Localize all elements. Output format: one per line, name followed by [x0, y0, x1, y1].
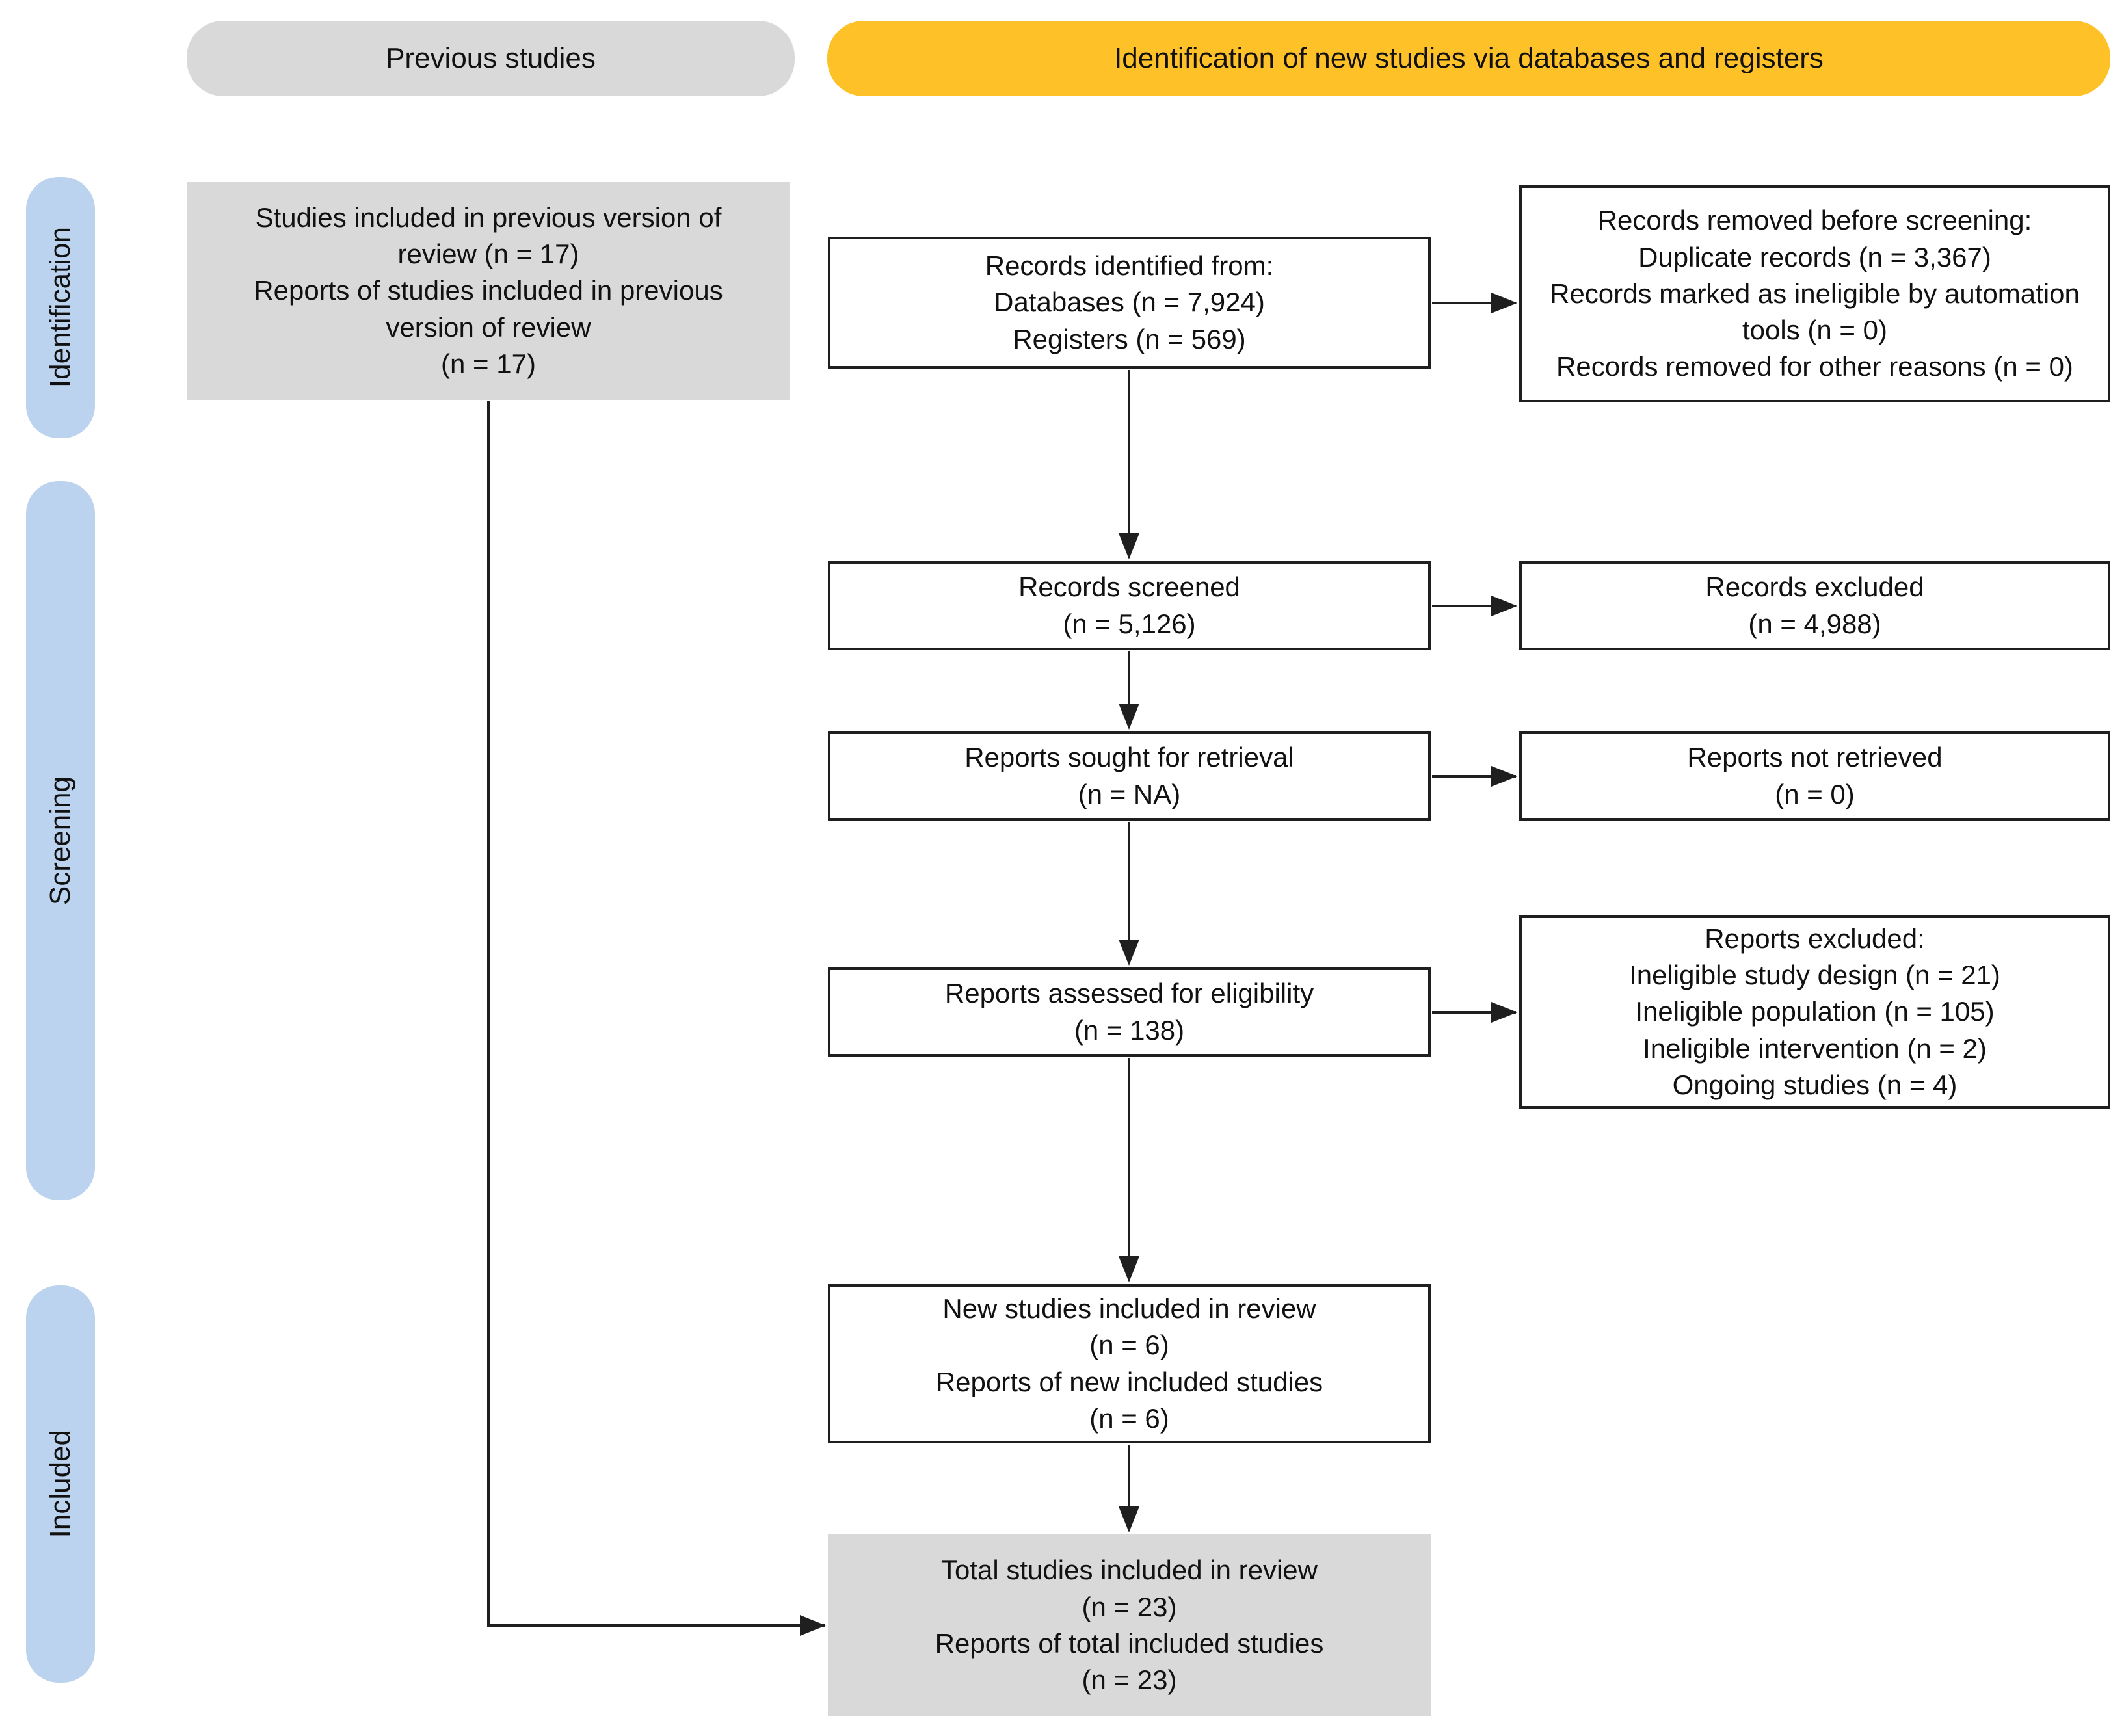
box-records-excluded: Records excluded (n = 4,988) [1519, 561, 2110, 650]
arrow-previous-to-total [487, 401, 826, 1636]
box-total-studies-included: Total studies included in review (n = 23… [828, 1534, 1431, 1716]
box-previous-studies-included: Studies included in previous version of … [187, 182, 790, 400]
header-previous-studies: Previous studies [187, 21, 795, 96]
box-records-screened-text: Records screened (n = 5,126) [1018, 572, 1240, 639]
box-total-studies-included-text: Total studies included in review (n = 23… [935, 1555, 1324, 1696]
box-previous-studies-included-text: Studies included in previous version of … [254, 202, 723, 379]
box-records-screened: Records screened (n = 5,126) [828, 561, 1431, 650]
box-new-studies-included: New studies included in review (n = 6) R… [828, 1284, 1431, 1443]
stage-label-screening: Screening [26, 481, 95, 1200]
box-new-studies-included-text: New studies included in review (n = 6) R… [935, 1293, 1323, 1434]
stage-label-included-text: Included [44, 1430, 76, 1538]
header-identification-new-studies: Identification of new studies via databa… [827, 21, 2110, 96]
box-reports-sought: Reports sought for retrieval (n = NA) [828, 731, 1431, 821]
box-reports-assessed: Reports assessed for eligibility (n = 13… [828, 967, 1431, 1057]
box-reports-not-retrieved: Reports not retrieved (n = 0) [1519, 731, 2110, 821]
box-records-removed-before-screening: Records removed before screening: Duplic… [1519, 185, 2110, 402]
stage-label-included: Included [26, 1285, 95, 1683]
stage-label-identification-text: Identification [44, 227, 76, 388]
box-reports-sought-text: Reports sought for retrieval (n = NA) [964, 742, 1294, 809]
box-reports-assessed-text: Reports assessed for eligibility (n = 13… [944, 978, 1314, 1046]
box-records-removed-before-screening-text: Records removed before screening: Duplic… [1550, 205, 2080, 382]
box-records-excluded-text: Records excluded (n = 4,988) [1705, 572, 1924, 639]
box-records-identified: Records identified from: Databases (n = … [828, 237, 1431, 369]
box-records-identified-text: Records identified from: Databases (n = … [985, 250, 1274, 354]
stage-label-identification: Identification [26, 177, 95, 438]
box-reports-not-retrieved-text: Reports not retrieved (n = 0) [1687, 742, 1943, 809]
box-reports-excluded-text: Reports excluded: Ineligible study desig… [1629, 923, 2000, 1100]
box-reports-excluded: Reports excluded: Ineligible study desig… [1519, 915, 2110, 1109]
stage-label-screening-text: Screening [44, 776, 76, 906]
